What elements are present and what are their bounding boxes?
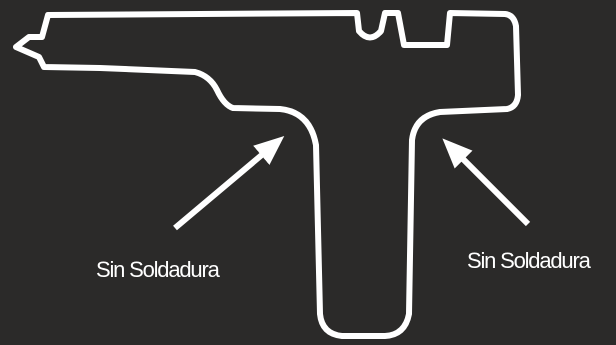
arrow-right (442, 138, 531, 227)
t-profile-outline (13, 10, 521, 339)
arrow-left (173, 136, 285, 231)
label-sin-soldadura-right: Sin Soldadura (467, 248, 591, 273)
label-sin-soldadura-left: Sin Soldadura (96, 257, 220, 282)
